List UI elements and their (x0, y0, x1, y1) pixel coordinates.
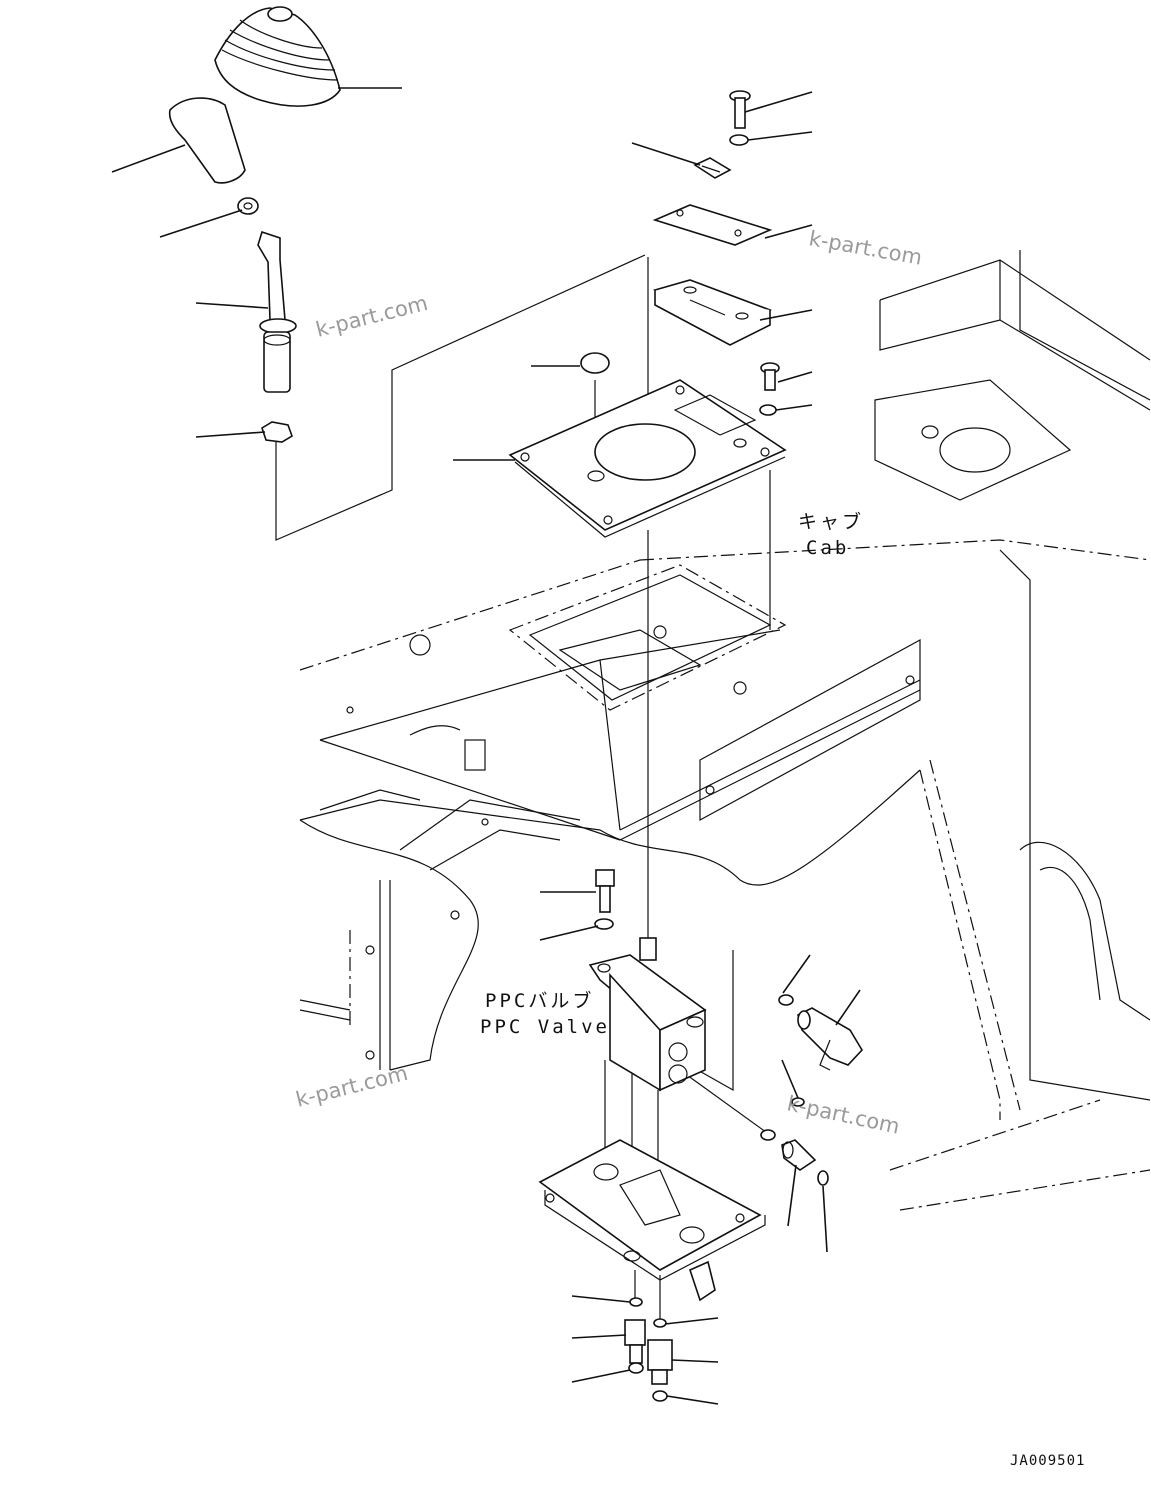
o-ring-8 (652, 1390, 668, 1402)
watermark-2: k-part.com (807, 226, 924, 269)
rubber-boot (214, 6, 341, 107)
leader-lines (111, 87, 861, 1405)
ppc-label-jp: PPCバルブ (485, 989, 594, 1012)
bolt-ppc (595, 869, 615, 913)
bolt-top (729, 90, 751, 129)
watermark-3: k-part.com (293, 1061, 410, 1112)
control-lever (257, 230, 297, 393)
washer-ppc (594, 918, 614, 930)
union-fitting-2 (647, 1339, 673, 1385)
lock-nut (237, 197, 259, 215)
o-ring-1 (778, 994, 794, 1006)
o-ring-3 (760, 1129, 776, 1141)
watermark-1: k-part.com (313, 291, 430, 342)
bolt-mid (760, 362, 780, 391)
cap (580, 352, 610, 374)
washer-top (729, 134, 749, 146)
valve-base-plate (538, 1139, 766, 1302)
bracket (652, 279, 772, 346)
watermark-4: k-part.com (785, 1091, 902, 1138)
drawing-number: JA009501 (1010, 1453, 1085, 1469)
hex-nut (261, 421, 293, 443)
washer-mid (759, 404, 777, 416)
ppc-label-en: PPC Valve (480, 1016, 610, 1038)
cover (652, 204, 773, 246)
o-ring-5 (629, 1297, 643, 1307)
lever-knob (168, 97, 246, 184)
o-ring-7 (628, 1362, 644, 1374)
o-ring-4 (817, 1170, 829, 1186)
cab-floor-frame (299, 250, 1151, 1211)
cab-label-en: Cab (806, 537, 849, 559)
label-plate (693, 157, 732, 179)
ppc-valve (588, 937, 707, 1092)
elbow-fitting (797, 1007, 863, 1071)
cab-label-jp: キャブ (798, 510, 864, 533)
straight-fitting (781, 1139, 817, 1171)
o-ring-6 (653, 1318, 667, 1328)
union-fitting-1 (624, 1319, 646, 1364)
floor-plate (508, 379, 787, 538)
